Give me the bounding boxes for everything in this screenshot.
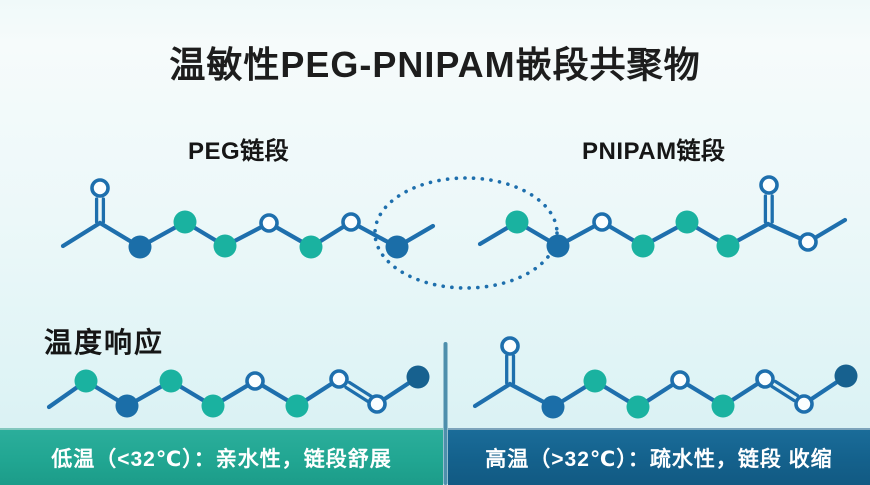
carbon-node-blue [128,235,152,259]
oxygen-node [755,369,775,389]
peg-chain [60,178,436,259]
low-temp-double-bond [344,380,374,404]
page-title: 温敏性PEG-PNIPAM嵌段共聚物 [169,44,701,85]
pnipam-chain [477,175,848,258]
oxygen-node [500,336,520,356]
chain-end-node [834,364,858,388]
oxygen-node [245,371,265,391]
carbon-node-teal [74,369,98,393]
oxygen-node [794,394,814,414]
oxygen-node [592,212,612,232]
low-temp-banner-text: 低温（<32℃）：亲水性，链段舒展 [51,447,392,471]
carbon-node-teal [201,394,225,418]
temperature-response-label: 温度响应 [44,327,165,358]
oxygen-node [759,175,779,195]
oxygen-node [798,232,818,252]
peg-carbonyl-double-bond [94,197,106,224]
block-junction-ellipse [373,176,559,290]
oxygen-node [670,370,690,390]
carbon-node-blue [541,395,565,419]
high-temp-banner-text: 高温（>32℃）：疏水性，链段 收缩 [485,447,833,471]
oxygen-node [90,178,110,198]
pnipam-carbonyl-double-bond [763,194,774,224]
oxygen-node [259,213,279,233]
carbon-node-teal [173,210,197,234]
carbon-node-teal [631,234,655,258]
carbon-node-teal [716,234,740,258]
low-temp-banner: 低温（<32℃）：亲水性，链段舒展 [0,428,443,485]
carbon-node-teal [505,210,529,234]
carbon-node-blue [385,235,409,259]
high-temp-chain [472,336,858,419]
peg-chain-bonds [60,219,436,250]
carbon-node-teal [675,210,699,234]
oxygen-node [367,394,387,414]
pnipam-chain-bonds [477,217,848,249]
peg-segment-label: PEG链段 [188,138,290,165]
high-temp-double-bond [770,379,800,403]
high-temp-banner: 高温（>32℃）：疏水性，链段 收缩 [448,428,870,485]
oxygen-node [329,369,349,389]
carbon-node-teal [159,369,183,393]
carbon-node-blue [115,394,139,418]
chain-end-node [406,365,430,389]
low-temp-chain [46,365,430,418]
carbon-node-teal [583,369,607,393]
oxygen-node [341,212,361,232]
carbon-node-blue [546,234,570,258]
carbon-node-teal [711,394,735,418]
carbon-node-teal [626,395,650,419]
carbon-node-teal [213,234,237,258]
carbon-node-teal [285,394,309,418]
carbon-node-teal [299,235,323,259]
pnipam-segment-label: PNIPAM链段 [582,138,726,165]
high-temp-carbonyl-double-bond [505,354,516,385]
